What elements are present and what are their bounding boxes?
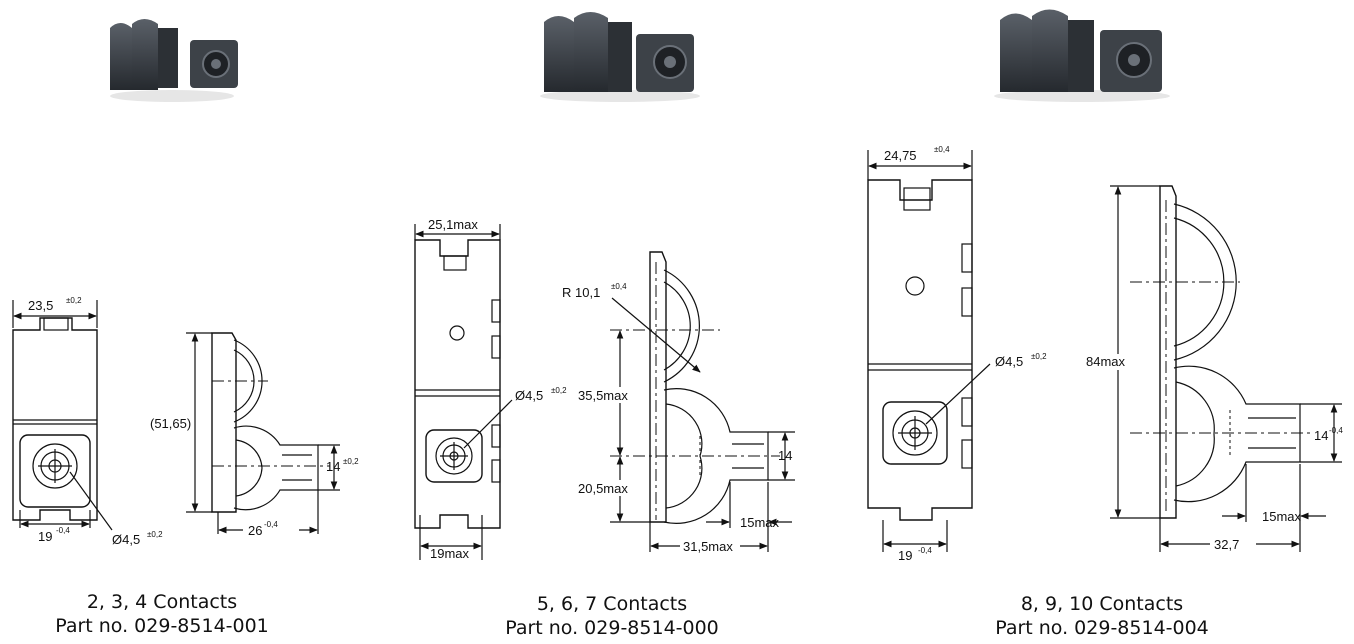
p1-depth-tol: -0,4 (264, 520, 278, 529)
p1-hole-tol: ±0,2 (147, 530, 163, 539)
p2-pitch: 35,5max (578, 388, 628, 403)
p1-tab-height-tol: ±0,2 (343, 457, 359, 466)
p1-width-top: 23,5 (28, 298, 53, 313)
p2-hole-tol: ±0,2 (551, 386, 567, 395)
p3-width-top: 24,75 (884, 148, 917, 163)
p3-tab-height-tol: -0,4 (1329, 426, 1343, 435)
caption-part-1: Part no. 029-8514-001 (55, 615, 269, 637)
p1-depth: 26 (248, 523, 262, 538)
p1-width-bottom: 19 (38, 529, 52, 544)
p1-width-top-tol: ±0,2 (66, 296, 82, 305)
p3-width-top-tol: ±0,4 (934, 145, 950, 154)
p3-tab-depth: 15max (1262, 509, 1302, 524)
p2-tab-depth: 15max (740, 515, 780, 530)
p3-hole-tol: ±0,2 (1031, 352, 1047, 361)
p2-radius-tol: ±0,4 (611, 282, 627, 291)
product-photo-1 (110, 19, 238, 102)
p3-width-bottom-tol: -0,4 (918, 546, 932, 555)
p1-tab-height: 14 (326, 459, 340, 474)
caption-contacts-2: 5, 6, 7 Contacts (536, 593, 688, 615)
p2-width-top: 25,1max (428, 217, 478, 232)
caption-contacts-3: 8, 9, 10 Contacts (1020, 593, 1184, 615)
p3-hole: Ø4,5 (995, 354, 1023, 369)
caption-part-3: Part no. 029-8514-004 (995, 617, 1209, 639)
p1-width-bottom-tol: -0,4 (56, 526, 70, 535)
caption-product-3: 8, 9, 10 Contacts Part no. 029-8514-004 (942, 592, 1262, 640)
p2-depth: 31,5max (683, 539, 733, 554)
p1-height: (51,65) (150, 416, 191, 431)
p3-tab-height: 14 (1314, 428, 1328, 443)
caption-product-1: 2, 3, 4 Contacts Part no. 029-8514-001 (2, 590, 322, 638)
caption-product-2: 5, 6, 7 Contacts Part no. 029-8514-000 (452, 592, 772, 640)
p1-hole: Ø4,5 (112, 532, 140, 547)
drawing-product-1: 23,5 ±0,2 19 -0,4 Ø4,5 ±0,2 (51,65) 14 ±… (12, 296, 359, 547)
caption-contacts-1: 2, 3, 4 Contacts (86, 591, 238, 613)
p2-tab-height: 14 (778, 448, 792, 463)
p3-width-bottom: 19 (898, 548, 912, 563)
drawing-product-3: 24,75 ±0,4 19 -0,4 Ø4,5 ±0,2 84max (867, 145, 1343, 563)
drawing-product-2: 25,1max 19max Ø4,5 ±0,2 R 10,1 ±0,4 35,5… (414, 217, 795, 561)
product-photo-2 (540, 12, 700, 102)
p2-hole: Ø4,5 (515, 388, 543, 403)
p3-height: 84max (1086, 354, 1126, 369)
p2-offset: 20,5max (578, 481, 628, 496)
product-photo-3 (994, 9, 1170, 102)
p2-radius: R 10,1 (562, 285, 600, 300)
caption-part-2: Part no. 029-8514-000 (505, 617, 719, 639)
p2-width-bottom: 19max (430, 546, 470, 561)
p3-depth: 32,7 (1214, 537, 1239, 552)
